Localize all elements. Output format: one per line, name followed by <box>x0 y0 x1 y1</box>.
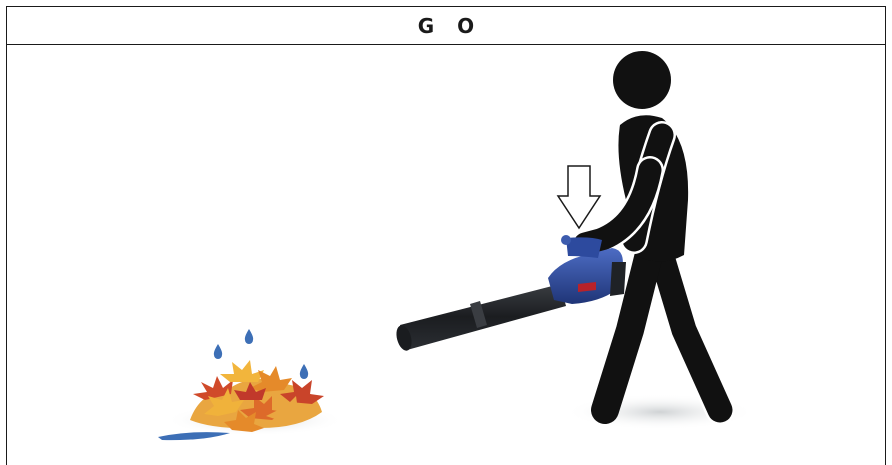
person-silhouette-icon <box>585 51 720 410</box>
press-down-arrow-icon <box>558 166 600 228</box>
leaf-blower-icon <box>394 235 626 352</box>
water-puddle <box>158 432 230 440</box>
